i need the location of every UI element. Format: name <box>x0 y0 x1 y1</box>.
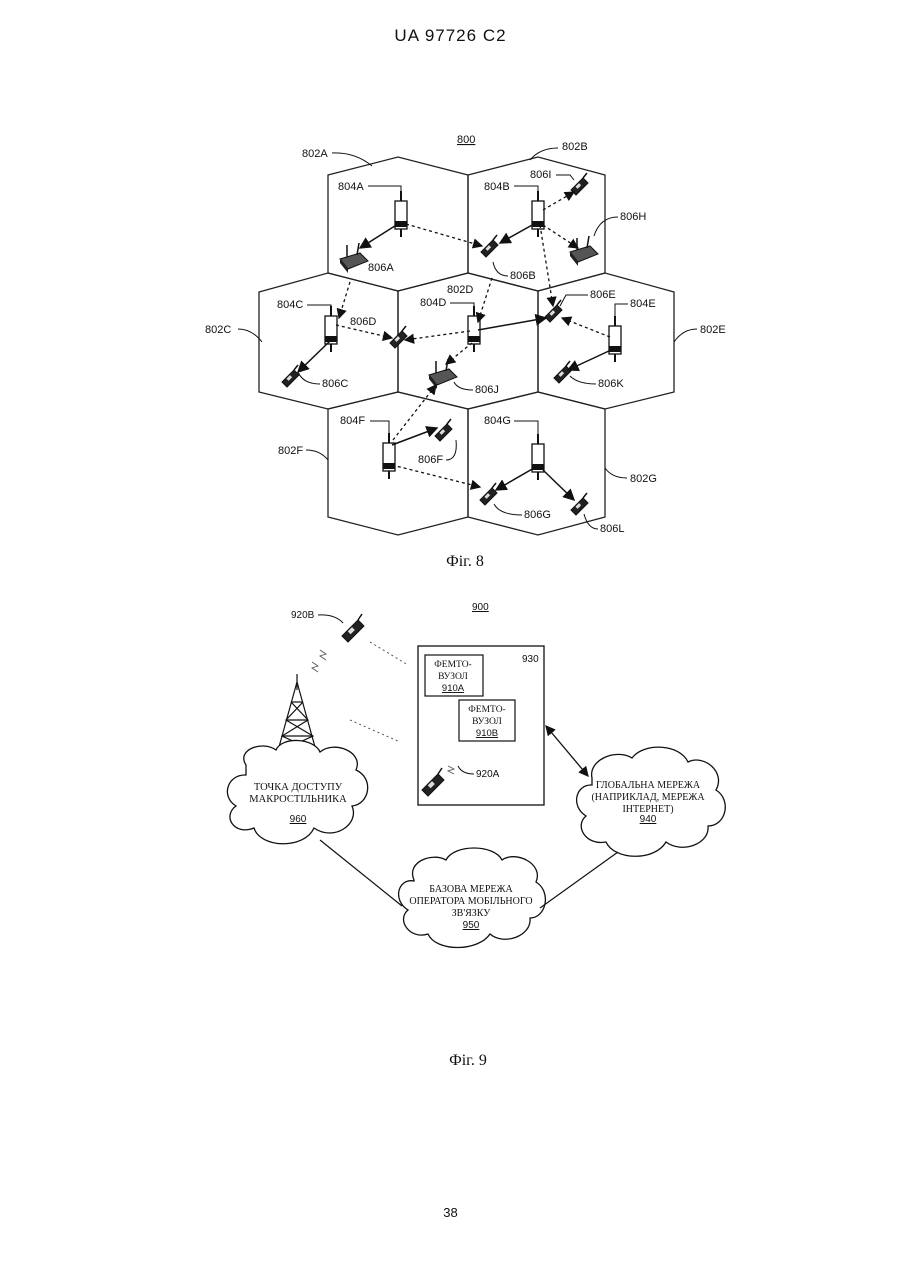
global-label-line1: ГЛОБАЛЬНА МЕРЕЖА <box>596 780 701 791</box>
femto-b-line2: ВУЗОЛ <box>472 717 502 727</box>
femto-icon-806a <box>340 243 368 273</box>
terminal-label-806a: 806A <box>368 262 394 274</box>
cell-label-802d: 802D <box>447 284 473 296</box>
phone-icon-806g <box>480 483 497 505</box>
global-ref-940: 940 <box>640 814 657 825</box>
core-ref-950: 950 <box>463 920 480 931</box>
bs-label-804e: 804E <box>630 298 656 310</box>
bs-label-804b: 804B <box>484 181 510 193</box>
phone-icon-806l <box>571 493 588 515</box>
terminal-label-806b: 806B <box>510 270 536 282</box>
page-number: 38 <box>0 1205 901 1220</box>
phone-icon-806k <box>554 361 571 383</box>
femto-icon-806h <box>570 236 598 266</box>
phone-icon-806i <box>571 173 588 195</box>
cell-label-802a: 802A <box>302 148 328 160</box>
terminal-label-806l: 806L <box>600 523 624 535</box>
femto-a-ref: 910A <box>442 683 465 694</box>
femto-b-line1: ФЕМТО- <box>468 705 505 715</box>
terminal-label-806f: 806F <box>418 454 443 466</box>
link-global-core <box>540 852 618 908</box>
cell-label-802e: 802E <box>700 324 726 336</box>
core-label-line3: ЗВ'ЯЗКУ <box>452 908 492 919</box>
cell-label-802c: 802C <box>205 324 231 336</box>
macro-ref-960: 960 <box>290 814 307 825</box>
phone-icon-806c <box>282 365 299 387</box>
bs-label-804a: 804A <box>338 181 364 193</box>
cell-label-802g: 802G <box>630 473 657 485</box>
base-station-icon-804d <box>468 306 480 352</box>
terminal-label-806h: 806H <box>620 211 646 223</box>
bs-label-804c: 804C <box>277 299 303 311</box>
base-station-icon-804g <box>532 434 544 480</box>
terminal-label-806k: 806K <box>598 378 624 390</box>
fig9-ref-label: 900 <box>472 602 489 613</box>
base-station-icon-804e <box>609 316 621 362</box>
femto-b-ref: 910B <box>476 728 498 739</box>
terminal-label-920a: 920A <box>476 769 500 780</box>
macro-label-line1: ТОЧКА ДОСТУПУ <box>254 782 343 793</box>
phone-icon-806e <box>545 300 562 322</box>
core-label-line1: БАЗОВА МЕРЕЖА <box>429 884 513 895</box>
phone-icon-920b <box>342 614 364 642</box>
fig8-ref-label: 800 <box>457 134 475 146</box>
bs-label-804d: 804D <box>420 297 446 309</box>
macro-label-line2: МАКРОСТІЛЬНИКА <box>249 794 347 805</box>
cell-label-802b: 802B <box>562 141 588 153</box>
terminal-label-806c: 806C <box>322 378 348 390</box>
bs-label-804g: 804G <box>484 415 511 427</box>
cell-802f <box>328 392 468 535</box>
link-macro-core <box>320 840 402 906</box>
terminal-label-806j: 806J <box>475 384 499 396</box>
core-label-line2: ОПЕРАТОРА МОБІЛЬНОГО <box>409 896 532 907</box>
phone-icon-806f <box>435 419 452 441</box>
figure-8-diagram: 800 802A 802B 802C 802D 802E 802F 802G 8… <box>0 0 901 600</box>
terminal-label-806i: 806I <box>530 169 551 181</box>
cell-label-802f: 802F <box>278 445 303 457</box>
figure-9-diagram: 900 920B ТОЧКА ДОСТУПУ МАКРОСТІЛЬНИКА 96… <box>0 590 901 1010</box>
terminal-label-806e: 806E <box>590 289 616 301</box>
figure-9-caption: Фіг. 9 <box>368 1052 568 1070</box>
base-station-icon-804a <box>395 191 407 237</box>
phone-icon-806b <box>481 235 498 257</box>
terminal-label-806d: 806D <box>350 316 376 328</box>
femto-a-line2: ВУЗОЛ <box>438 672 468 682</box>
terminal-label-920b: 920B <box>291 610 315 621</box>
femto-icon-806j <box>429 359 457 389</box>
base-station-icon-804b <box>532 191 544 237</box>
figure-8-caption: Фіг. 8 <box>365 553 565 571</box>
terminal-label-806g: 806G <box>524 509 551 521</box>
building-label-930: 930 <box>522 654 539 665</box>
bs-label-804f: 804F <box>340 415 365 427</box>
femto-a-line1: ФЕМТО- <box>434 660 471 670</box>
global-label-line2: (НАПРИКЛАД, МЕРЕЖА <box>591 792 705 803</box>
